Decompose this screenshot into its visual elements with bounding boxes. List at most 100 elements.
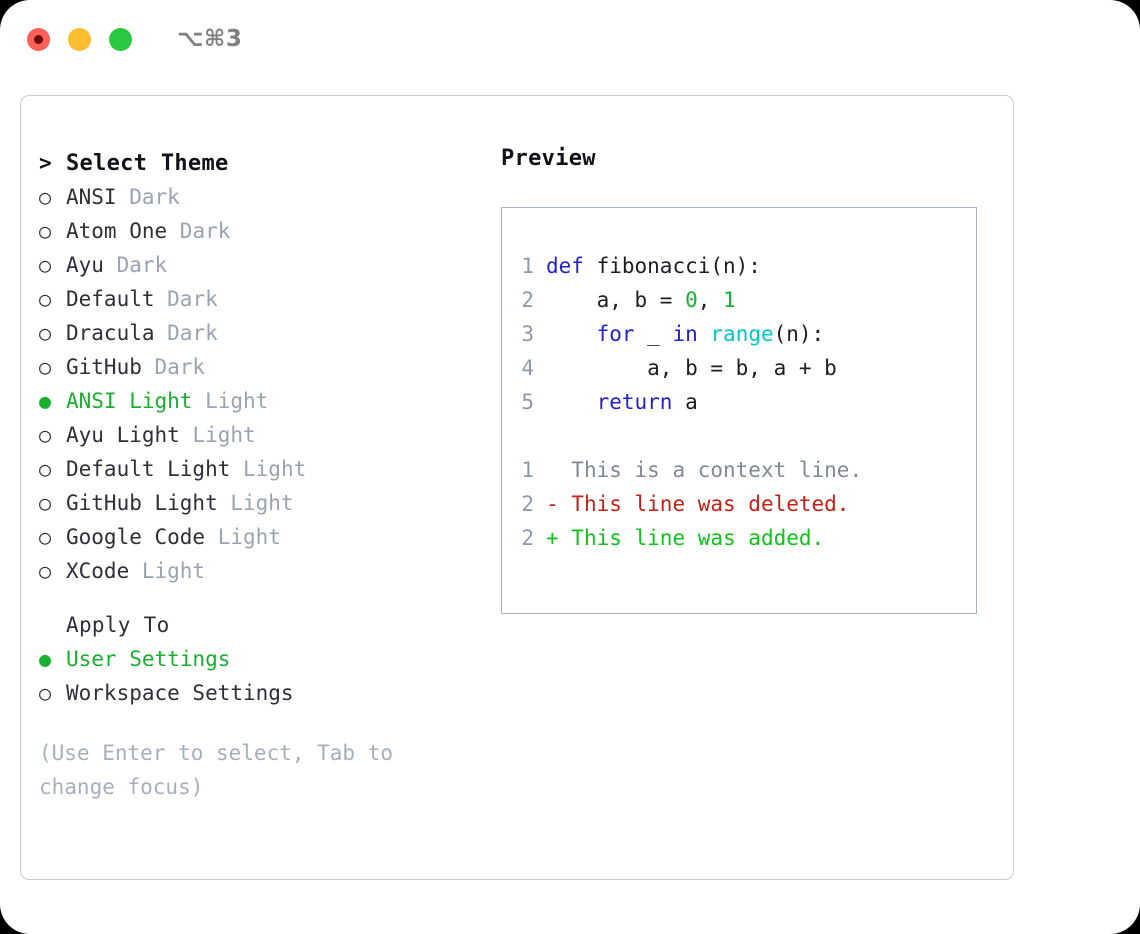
code-text: a, b = 0, 1 [546, 288, 736, 312]
code-token: _ [634, 322, 673, 346]
theme-list-item[interactable]: ○GitHub Light Light [39, 486, 489, 520]
recording-indicator-icon [34, 34, 43, 44]
theme-list-item[interactable]: ○ XCode Light [39, 554, 489, 588]
theme-name-label: Ayu Light [66, 423, 180, 447]
radio-unselected-icon: ○ [39, 253, 52, 277]
keyboard-shortcut-label: ⌥⌘3 [177, 26, 243, 52]
diff-line: 2- This line was deleted. [502, 492, 976, 526]
code-diff-spacer [502, 424, 976, 458]
code-line: 3 for _ in range(n): [502, 322, 976, 356]
code-token: 0 [685, 288, 698, 312]
window-controls [27, 27, 132, 51]
title-bar: ⌥⌘3 [0, 0, 1140, 78]
theme-list-item[interactable]: ○ Google Code Light [39, 520, 489, 554]
theme-list-item[interactable]: ○ Ayu Dark [39, 248, 489, 282]
radio-unselected-icon: ○ [39, 559, 52, 583]
line-number: 2 [521, 526, 534, 550]
apply-to-label: Workspace Settings [66, 681, 294, 705]
code-token: , [697, 288, 724, 312]
line-number: 4 [521, 356, 534, 380]
code-token [546, 322, 597, 346]
code-text: for _ in range(n): [546, 322, 825, 346]
theme-name-label: XCode [66, 559, 130, 583]
diff-line: 1 This is a context line. [502, 458, 976, 492]
code-token: (n): [773, 322, 825, 346]
theme-name-label: GitHub [66, 355, 142, 379]
theme-name-label: Atom One [66, 219, 168, 243]
diff-sample: 1 This is a context line.2- This line wa… [502, 458, 976, 560]
theme-variant-label: Dark [154, 321, 218, 345]
select-theme-header: > Select Theme [39, 146, 489, 180]
zoom-button-icon[interactable] [109, 27, 132, 51]
theme-list-item[interactable]: ○ GitHub Dark [39, 350, 489, 384]
theme-list-item[interactable]: ○Ayu Light Light [39, 418, 489, 452]
radio-selected-icon: ● [39, 389, 52, 413]
diff-line: 2 + This line was added. [502, 526, 976, 560]
theme-list-item[interactable]: ○ ANSI Dark [39, 180, 489, 214]
theme-variant-label: Light [179, 423, 256, 447]
code-line: 4 a, b = b, a + b [502, 356, 976, 390]
radio-unselected-icon: ○ [39, 219, 52, 243]
line-number: 2 [521, 288, 534, 312]
theme-name-label: Google Code [66, 525, 206, 549]
theme-variant-label: Dark [167, 219, 231, 243]
diff-marker: + [546, 526, 572, 550]
close-button-icon[interactable] [27, 27, 50, 51]
theme-list-item[interactable]: ○ Dracula Dark [39, 316, 489, 350]
code-token [698, 322, 711, 346]
theme-variant-label: Dark [116, 185, 180, 209]
apply-to-option[interactable]: ●User Settings [39, 642, 489, 676]
theme-variant-label: Dark [141, 355, 206, 379]
code-line: 5 return a [502, 390, 976, 424]
code-token: a [672, 390, 698, 414]
theme-name-label: Dracula [66, 321, 155, 345]
code-sample: 1 def fibonacci(n): 2 a, b = 0, 1 3 for _ i… [502, 254, 976, 424]
apply-to-option[interactable]: ○Workspace Settings [39, 676, 489, 710]
code-text: def fibonacci(n): [546, 254, 761, 278]
line-number: 5 [521, 390, 534, 414]
code-line: 1 def fibonacci(n): [502, 254, 976, 288]
code-token: def [546, 254, 584, 278]
theme-list-item[interactable]: ○Default Light Light [39, 452, 489, 486]
theme-variant-label: Light [205, 525, 281, 549]
theme-variant-label: Light [230, 457, 307, 481]
diff-text: This line was added. [571, 526, 825, 550]
apply-to-header: Apply To [39, 608, 489, 642]
line-number: 1 [521, 254, 534, 278]
theme-name-label: Default [66, 287, 155, 311]
code-token: a, b = b, a + b [546, 356, 837, 380]
theme-variant-label: Light [217, 491, 294, 515]
radio-unselected-icon: ○ [39, 355, 52, 379]
theme-list-item[interactable]: ○ Atom One Dark [39, 214, 489, 248]
radio-unselected-icon: ○ [39, 525, 52, 549]
diff-marker: - [546, 492, 572, 516]
theme-list-item[interactable]: ●ANSI Light Light [39, 384, 489, 418]
code-token: range [710, 322, 774, 346]
code-token [546, 390, 597, 414]
apply-to-title: Apply To [66, 613, 170, 637]
radio-unselected-icon: ○ [39, 287, 52, 311]
content-panel: > Select Theme ○ANSI Dark○Atom One Dark○… [20, 95, 1014, 880]
theme-selector-column: > Select Theme ○ANSI Dark○Atom One Dark○… [39, 146, 489, 804]
code-token: for [596, 322, 635, 346]
theme-list-item[interactable]: ○Default Dark [39, 282, 489, 316]
line-number: 2 [521, 492, 534, 516]
spacer [39, 588, 489, 608]
theme-variant-label: Light [192, 389, 269, 413]
minimize-button-icon[interactable] [68, 27, 91, 51]
radio-selected-icon: ● [39, 647, 52, 671]
theme-variant-label: Dark [103, 253, 168, 277]
diff-text: This is a context line. [571, 458, 863, 482]
code-token: 1 [723, 288, 736, 312]
apply-to-list: ●User Settings○Workspace Settings [39, 642, 489, 710]
diff-text: This line was deleted. [571, 492, 850, 516]
radio-unselected-icon: ○ [39, 321, 52, 345]
theme-variant-label: Light [129, 559, 206, 583]
theme-list: ○ANSI Dark○Atom One Dark○Ayu Dark○Defaul… [39, 180, 489, 588]
theme-name-label: ANSI [66, 185, 117, 209]
radio-unselected-icon: ○ [39, 185, 52, 209]
caret-icon: > [39, 151, 52, 175]
theme-name-label: Ayu [66, 253, 104, 277]
